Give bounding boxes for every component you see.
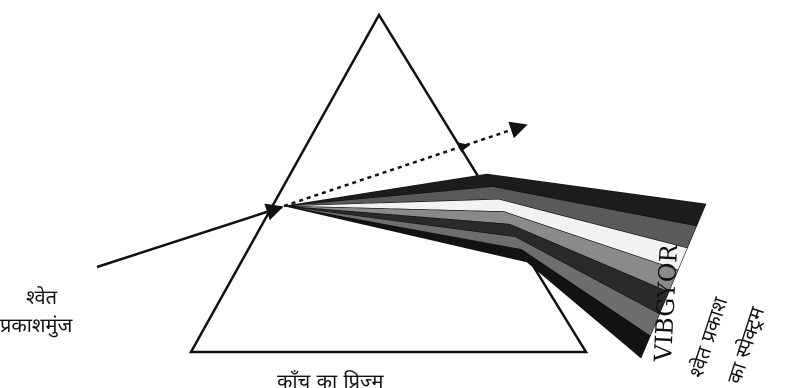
incident-light-label-line2: प्रकाशमुंज xyxy=(0,313,73,338)
spectrum-vibgyor-letters: VIBGYOR xyxy=(649,243,683,363)
spectrum-band-7 xyxy=(283,205,651,359)
spectrum-label-line2: का स्पेक्ट्रम xyxy=(722,303,770,387)
undeviated-dotted-ray xyxy=(283,121,528,208)
incident-light-label-line1: श्वेत xyxy=(26,285,58,309)
incident-ray xyxy=(96,203,284,269)
spectrum-bands xyxy=(283,173,707,359)
dotted-ray-inner-arrowhead xyxy=(456,142,470,152)
prism-label: काँच का प्रिज्म xyxy=(277,369,384,388)
